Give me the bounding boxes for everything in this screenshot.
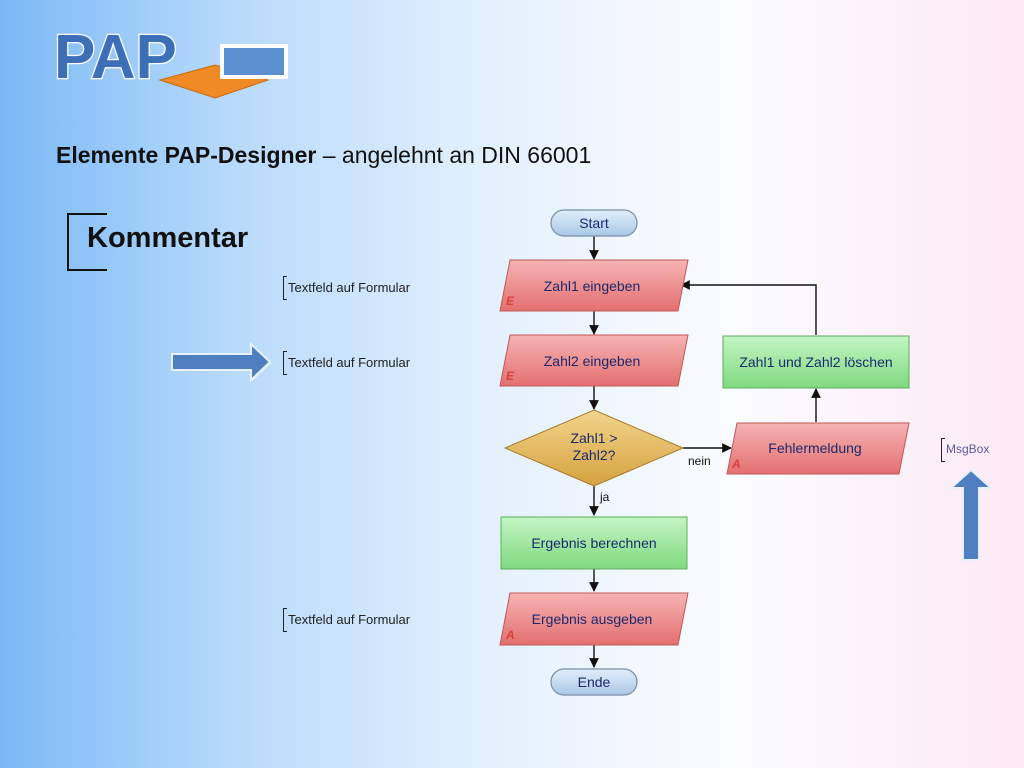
input-marker-2: E [506, 369, 515, 383]
decision-compare: Zahl1 > Zahl2? [503, 409, 685, 487]
branch-label-no: nein [688, 454, 711, 468]
comment-note-input1: Textfeld auf Formular [282, 276, 411, 300]
output-marker-1: A [505, 628, 515, 642]
slide-title-rest: – angelehnt an DIN 66001 [316, 142, 592, 168]
output-result: Ergebnis ausgeben A [499, 592, 689, 646]
input-marker-1: E [506, 294, 515, 308]
terminal-start-label: Start [579, 215, 609, 231]
comment-symbol-bracket [67, 213, 107, 271]
slide-title-bold: Elemente PAP-Designer [56, 142, 317, 168]
up-arrow-icon [948, 468, 994, 561]
process-clear: Zahl1 und Zahl2 löschen [722, 335, 910, 389]
comment-note-msgbox: MsgBox [940, 438, 990, 462]
pap-logo: PAP [53, 22, 288, 99]
input-zahl1-label: Zahl1 eingeben [544, 278, 641, 294]
section-heading: Kommentar [87, 222, 249, 254]
output-result-label: Ergebnis ausgeben [532, 611, 653, 627]
connectors [589, 236, 821, 668]
output-error: Fehlermeldung A [726, 422, 910, 475]
output-marker-2: A [731, 457, 741, 471]
comment-note-input2: Textfeld auf Formular [282, 351, 411, 375]
input-zahl1: Zahl1 eingeben E [499, 259, 689, 312]
logo-box [224, 48, 284, 75]
output-error-label: Fehlermeldung [768, 440, 861, 456]
terminal-start: Start [550, 209, 638, 237]
input-zahl2-label: Zahl2 eingeben [544, 353, 641, 369]
slide-title: Elemente PAP-Designer – angelehnt an DIN… [56, 142, 591, 169]
logo-text: PAP [54, 23, 177, 92]
connector-clear-input1 [680, 280, 817, 335]
process-clear-label: Zahl1 und Zahl2 löschen [739, 354, 892, 370]
branch-label-yes: ja [599, 490, 610, 504]
comment-note-output: Textfeld auf Formular [282, 608, 411, 632]
right-arrow-icon [171, 341, 272, 383]
process-calculate: Ergebnis berechnen [500, 516, 688, 570]
process-calculate-label: Ergebnis berechnen [531, 535, 656, 551]
decision-label-line2: Zahl2? [573, 447, 616, 463]
terminal-end-label: Ende [578, 674, 611, 690]
input-zahl2: Zahl2 eingeben E [499, 334, 689, 387]
decision-label-line1: Zahl1 > [570, 430, 617, 446]
terminal-end: Ende [550, 668, 638, 696]
